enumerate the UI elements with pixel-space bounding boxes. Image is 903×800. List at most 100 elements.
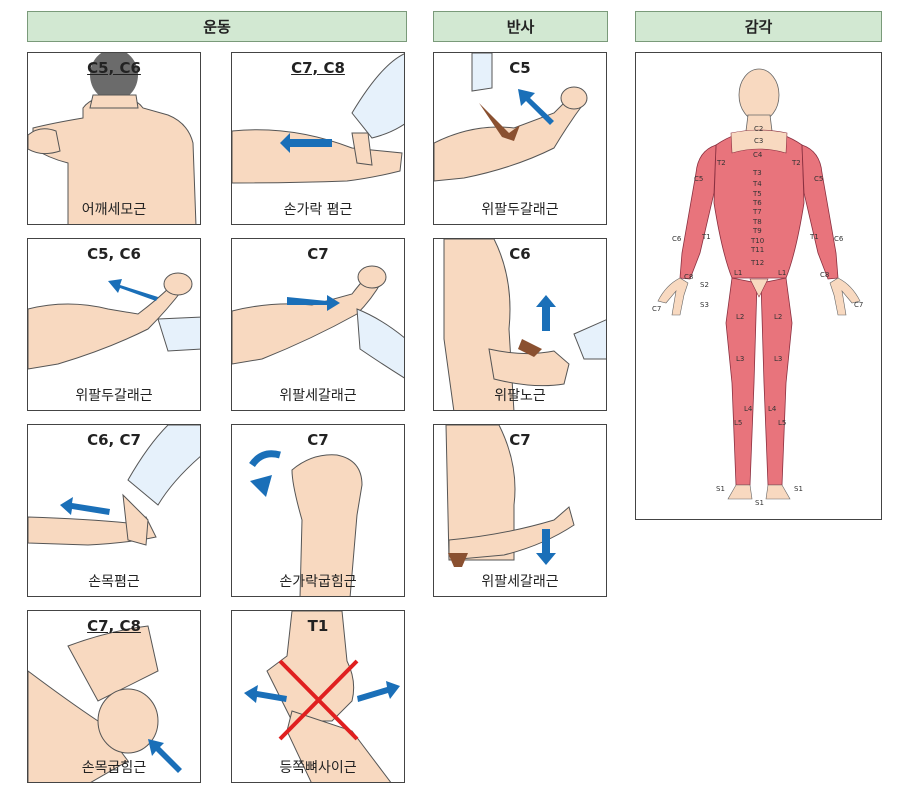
dermatome-t1-right: T1 [809,233,819,241]
motor-header: 운동 [27,11,407,42]
dermatome-c7-right: C7 [854,301,863,309]
dermatome-t12: T12 [750,259,764,267]
dermatome-c8-right: C8 [820,271,829,279]
motor-panel-wrist-extensors: C6, C7 손목폄근 [27,424,201,597]
arrow-right-icon [357,681,400,702]
brachioradialis-reflex-nerve: C6 [509,245,531,263]
dermatome-t5: T5 [752,190,762,198]
wrist-flexors-label: 손목굽힘근 [81,760,147,776]
sensory-header: 감각 [635,11,882,42]
reflex-header-label: 반사 [506,18,535,36]
dermatome-t9: T9 [752,227,762,235]
dermatome-l5-right: L5 [778,419,786,427]
dermatome-s1-left: S1 [716,485,725,493]
motor-panel-finger-extensors: C7, C8 손가락 폄근 [231,52,405,225]
dermatome-c5-left: C5 [694,175,703,183]
dermatome-t11: T11 [750,246,764,254]
dermatome-s2: S2 [700,281,709,289]
dermatome-l5-left: L5 [734,419,742,427]
dermatome-l3-right: L3 [774,355,782,363]
reflex-panel-triceps: C7 위팔세갈래근 [433,424,607,597]
reflex-hammer-icon [518,339,542,357]
dermatome-t1-left: T1 [701,233,711,241]
wrist-flexors-nerve: C7, C8 [87,617,141,635]
biceps-illustration [28,272,200,370]
brachioradialis-reflex-label: 위팔노근 [494,388,546,404]
triceps-nerve: C7 [307,245,329,263]
dermatome-t7: T7 [752,208,762,216]
dermatome-c8-left: C8 [684,273,693,281]
finger-flexors-nerve: C7 [307,431,329,449]
motor-panel-biceps: C5, C6 위팔두갈래근 [27,238,201,411]
dermatome-panel: C2 C3 C4 T2 T2 C5 C5 T3 T4 T5 T6 T7 T8 T… [635,52,882,520]
brachioradialis-reflex-illustration [443,239,606,410]
motor-panel-deltoid: C5, C6 어깨세모근 [27,52,201,225]
arrow-up-icon [536,295,556,331]
deltoid-illustration [28,53,197,224]
biceps-label: 위팔두갈래근 [75,388,153,404]
rotate-arrow-icon [249,450,281,468]
triceps-reflex-illustration [445,425,575,567]
reflex-hammer-icon [448,553,468,567]
dermatome-c6-left: C6 [672,235,682,243]
motor-panel-dorsal-interossei: T1 등쪽뼈사이근 [231,610,405,783]
biceps-reflex-nerve: C5 [509,59,531,77]
dorsal-interossei-label: 등쪽뼈사이근 [279,760,357,776]
dermatome-s1-mid: S1 [755,499,764,507]
dermatome-l1-left: L1 [734,269,742,277]
dermatome-c6-right: C6 [834,235,844,243]
arrow-left-icon [60,497,110,515]
dermatome-t6: T6 [752,199,762,207]
wrist-extensors-label: 손목폄근 [88,574,140,590]
dermatome-l4-left: L4 [744,405,753,413]
wrist-extensors-illustration [28,425,200,546]
deltoid-label: 어깨세모근 [81,202,147,218]
wrist-extensors-nerve: C6, C7 [87,431,141,449]
motor-panel-triceps: C7 위팔세갈래근 [231,238,405,411]
reflex-panel-brachioradialis: C6 위팔노근 [433,238,607,411]
biceps-reflex-illustration [434,53,588,182]
dorsal-interossei-nerve: T1 [307,617,329,635]
arrow-up-left-icon [518,89,554,125]
arrow-right-icon [287,295,340,311]
dermatome-l3-left: L3 [736,355,744,363]
finger-flexors-illustration [249,450,363,596]
dermatome-l4-right: L4 [768,405,777,413]
finger-flexors-label: 손가락굽힘근 [279,574,357,590]
dermatome-t4: T4 [752,180,762,188]
triceps-label: 위팔세갈래근 [279,388,357,404]
deltoid-nerve: C5, C6 [87,59,141,77]
arrow-left-icon [244,685,287,703]
finger-extensors-label: 손가락 폄근 [283,202,353,218]
dermatome-c4: C4 [753,151,763,159]
triceps-reflex-nerve: C7 [509,431,531,449]
sensory-header-label: 감각 [744,18,773,36]
arrow-up-left-icon [108,279,158,301]
wrist-flexors-illustration [28,625,182,782]
dermatome-l1-right: L1 [778,269,786,277]
arrow-up-left-icon [148,739,182,773]
triceps-illustration [232,265,404,379]
biceps-reflex-label: 위팔두갈래근 [481,202,559,218]
dermatome-t2-right: T2 [791,159,801,167]
dermatome-l2-left: L2 [736,313,744,321]
dermatome-s1-right: S1 [794,485,803,493]
dermatome-t2-left: T2 [716,159,726,167]
dermatome-body-illustration: C2 C3 C4 T2 T2 C5 C5 T3 T4 T5 T6 T7 T8 T… [652,68,863,507]
dermatome-c2: C2 [754,125,763,133]
reflex-header: 반사 [433,11,608,42]
dermatome-t10: T10 [750,237,764,245]
dermatome-c5-right: C5 [814,175,823,183]
motor-header-label: 운동 [203,18,231,36]
dermatome-t3: T3 [752,169,762,177]
arrow-down-icon [536,529,556,565]
dermatome-t8: T8 [752,218,762,226]
dorsal-interossei-illustration [244,611,400,782]
dermatome-l2-right: L2 [774,313,782,321]
biceps-nerve: C5, C6 [87,245,141,263]
motor-panel-wrist-flexors: C7, C8 손목굽힘근 [27,610,201,783]
triceps-reflex-label: 위팔세갈래근 [481,574,559,590]
arrow-left-icon [280,133,332,153]
dermatome-c3: C3 [754,137,763,145]
dermatome-s3: S3 [700,301,709,309]
